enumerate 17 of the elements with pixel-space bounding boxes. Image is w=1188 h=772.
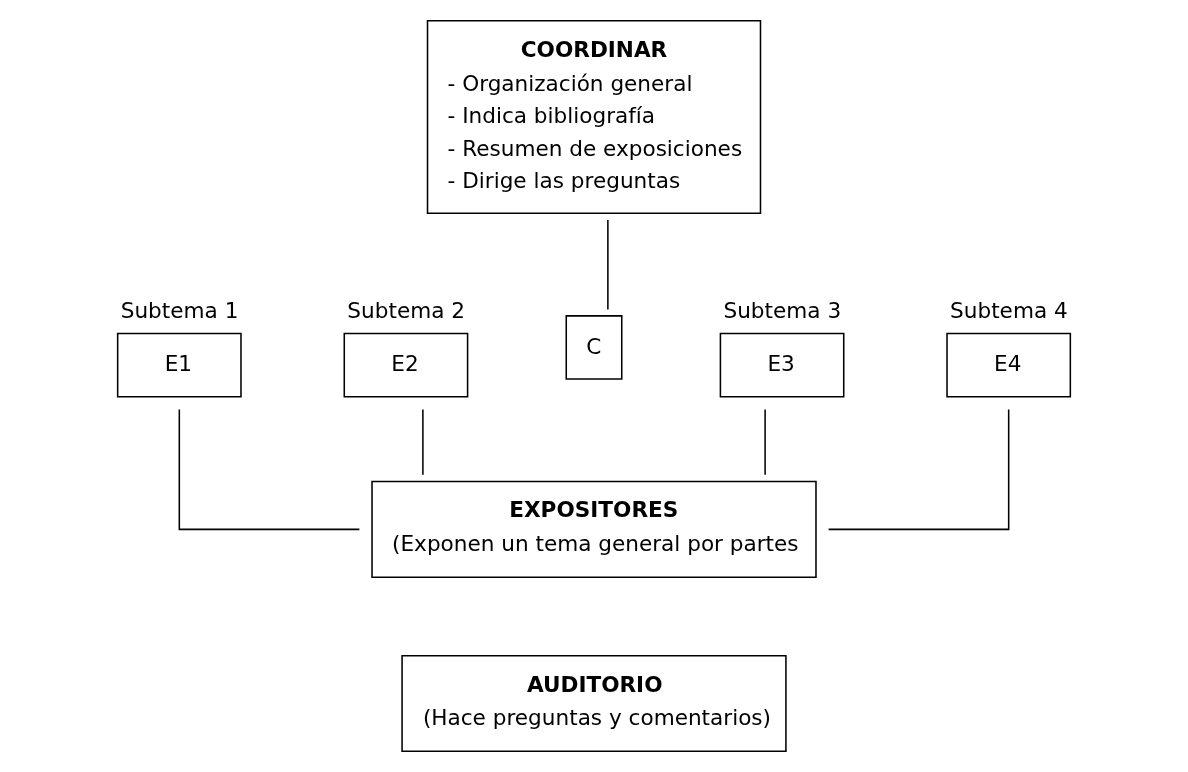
node-box: E1 <box>116 332 242 398</box>
connector <box>827 408 1010 531</box>
node-box: COORDINAR - Organización general - Indica bibliografía - Resumen de exposiciones - Dirige las preguntas <box>426 19 762 215</box>
node-box: E2 <box>343 332 469 398</box>
connector <box>422 408 424 476</box>
connector <box>178 408 361 531</box>
connector <box>607 219 609 311</box>
node-box: C <box>565 315 623 380</box>
node-box: E3 <box>719 332 845 398</box>
node-box: AUDITORIO (Hace preguntas y comentarios) <box>401 655 787 753</box>
node-box: E4 <box>946 332 1072 398</box>
connector <box>764 408 766 476</box>
node-label: Subtema 1 <box>120 298 239 324</box>
node-box: EXPOSITORES (Exponen un tema general por partes <box>371 480 817 578</box>
node-label: Subtema 3 <box>723 298 842 324</box>
node-label: Subtema 4 <box>950 298 1068 324</box>
node-label: Subtema 2 <box>347 298 465 324</box>
